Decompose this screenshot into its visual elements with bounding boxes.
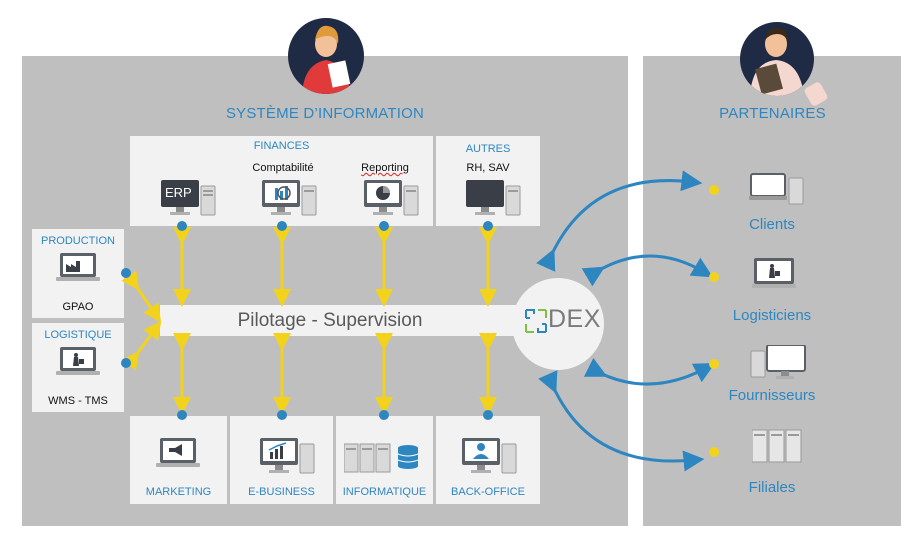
informatique-label: INFORMATIQUE — [342, 486, 427, 498]
filiales-label: Filiales — [748, 479, 796, 496]
connector-dot — [379, 221, 389, 231]
connector-dot — [483, 221, 493, 231]
gpao-label: GPAO — [62, 301, 94, 313]
finances-label: FINANCES — [253, 140, 310, 152]
connector-dot — [177, 221, 187, 231]
woman-avatar-icon — [288, 18, 364, 94]
rh-sav-label: RH, SAV — [466, 162, 510, 174]
connector-dot — [121, 358, 131, 368]
fournisseurs-label: Fournisseurs — [728, 387, 816, 404]
man-avatar-icon — [740, 22, 814, 96]
erp-label: ERP — [165, 185, 192, 200]
autres-label: AUTRES — [465, 143, 511, 155]
logistique-box: LOGISTIQUE WMS - TMS — [32, 323, 124, 412]
comptabilite-label: Comptabilité — [252, 162, 314, 174]
connector-dot — [379, 410, 389, 420]
connector-dot — [277, 221, 287, 231]
backoffice-box: BACK-OFFICE — [436, 416, 540, 504]
marketing-label: MARKETING — [145, 486, 212, 498]
informatique-box: INFORMATIQUE — [336, 416, 433, 504]
partner-dot — [709, 447, 719, 457]
partner-dot — [709, 185, 719, 195]
connector-dot — [177, 410, 187, 420]
pilotage-bar: Pilotage - Supervision — [160, 305, 540, 336]
dex-label: DEX — [548, 305, 601, 333]
logisticiens-label: Logisticiens — [732, 307, 812, 324]
partners-title: PARTENAIRES — [719, 105, 826, 122]
production-box: PRODUCTION GPAO — [32, 229, 124, 318]
marketing-box: MARKETING — [130, 416, 227, 504]
connector-dot — [277, 410, 287, 420]
logistique-label: LOGISTIQUE — [44, 329, 112, 341]
dex-hub — [512, 278, 604, 370]
backoffice-label: BACK-OFFICE — [451, 486, 525, 498]
si-title: SYSTÈME D’INFORMATION — [225, 105, 425, 122]
wms-tms-label: WMS - TMS — [48, 395, 108, 407]
partner-dot — [709, 272, 719, 282]
ebusiness-box: E-BUSINESS — [230, 416, 333, 504]
partner-dot — [709, 359, 719, 369]
reporting-label: Reporting — [361, 162, 409, 174]
connector-dot — [121, 268, 131, 278]
clients-label: Clients — [749, 216, 795, 233]
connector-dot — [483, 410, 493, 420]
ebusiness-label: E-BUSINESS — [248, 486, 315, 498]
pilotage-label: Pilotage - Supervision — [237, 310, 423, 331]
production-label: PRODUCTION — [41, 235, 115, 247]
